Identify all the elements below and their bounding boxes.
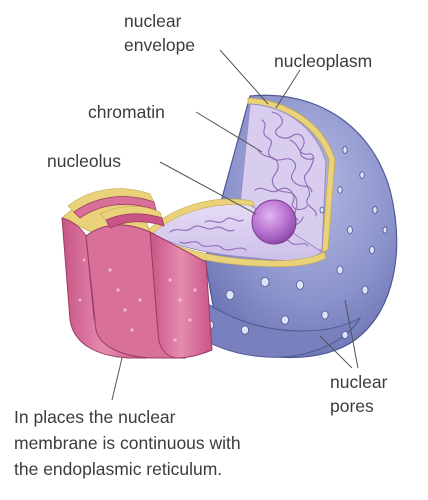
nucleolus [251,199,297,245]
label-nuclear-pores-line2: pores [330,396,374,416]
leader-pore-2 [344,299,359,369]
label-nucleoplasm: nucleoplasm [274,51,373,71]
label-nuclear-envelope-line1: nuclear [124,11,182,31]
leader-nucleolus [159,161,257,215]
leader-lines [111,49,359,401]
label-chromatin: chromatin [88,102,165,122]
endoplasmic-reticulum [61,188,213,359]
caption-line-1: In places the nuclear [14,407,176,427]
chromatin [169,111,317,251]
leader-nucleoplasm [275,69,301,109]
leader-pore-1 [319,335,353,369]
caption-line-2: membrane is continuous with [14,433,241,453]
label-nuclear-pores-line1: nuclear [330,372,388,392]
label-nucleolus: nucleolus [47,151,121,171]
leader-er [111,357,123,401]
nuclear-pores [205,146,388,339]
leader-nuclear-envelope [219,49,269,105]
leader-chromatin [195,111,263,153]
label-nuclear-envelope-line2: envelope [124,35,196,55]
caption-line-3: the endoplasmic reticulum. [14,459,223,479]
